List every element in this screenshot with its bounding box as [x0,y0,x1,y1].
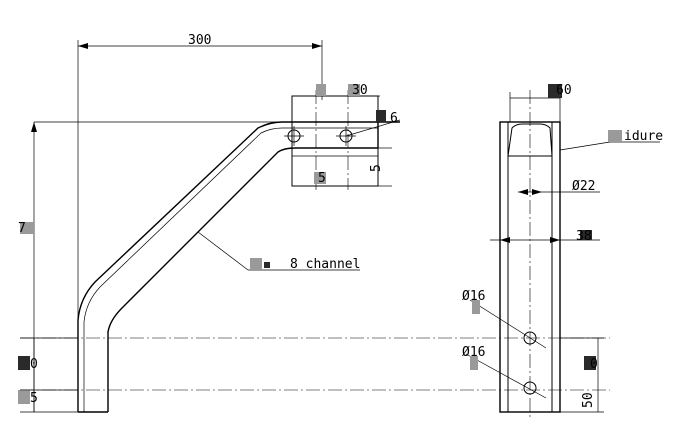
dim-inner-dia: Ø22 [572,179,595,194]
side-hole-lower [523,381,537,395]
dim-hole-dia-2: Ø16 [462,345,485,360]
side-hole-upper [523,331,537,345]
dim-bottom-b: 5 [30,391,38,406]
dim-bracket-height: 5 [369,164,384,172]
dim-hole-dia-top: 6 [390,111,398,126]
dim-side-width: 60 [556,83,572,98]
dim-hole-dia-1: Ø16 [462,289,485,304]
channel-inner-edge [107,147,378,412]
note-channel: 8 channel [290,257,360,272]
dim-bottom-a: 0 [30,357,38,372]
mounting-plate [291,95,379,187]
dim-height-total: 7 [18,221,26,236]
note-closure: idure [624,129,663,144]
right-view: 60 idure Ø22 38 Ø16 Ø16 0 50 [462,83,663,420]
end-cap [507,123,553,157]
dim-right-b: 50 [581,392,596,408]
left-view: 300 30 6 5 5 7 0 5 [18,33,401,413]
dim-overall-width: 300 [188,33,211,48]
channel-flange-line [83,127,378,412]
dim-bracket-width: 5 [318,171,326,186]
dim-hole-spacing-right: 30 [352,83,368,98]
dim-side-depth: 38 [576,229,592,244]
dim-right-a: 0 [590,357,598,372]
